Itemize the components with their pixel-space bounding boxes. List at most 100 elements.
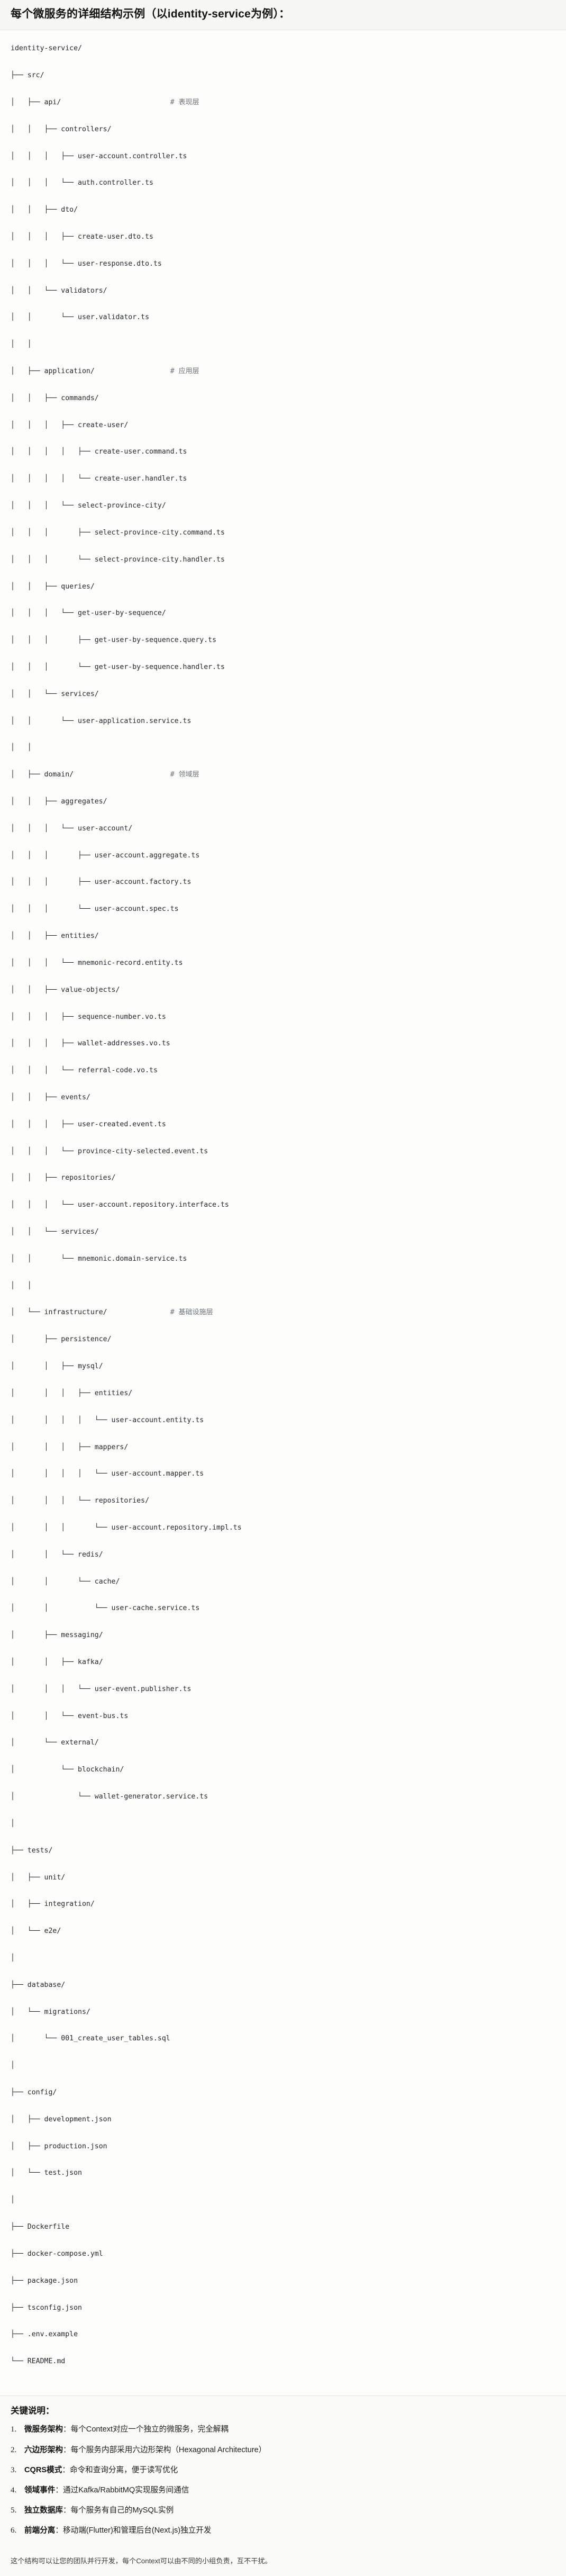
tree-line: │ │ <box>11 1281 32 1290</box>
tree-line: │ │ │ │ ├── create-user.command.ts <box>11 448 187 456</box>
tree-line: │ │ ├── commands/ <box>11 394 99 402</box>
tree-line: ├── config/ <box>11 2089 57 2096</box>
tree-line: │ ├── domain/ # 领域层 <box>11 771 199 779</box>
tree-line: │ └── e2e/ <box>11 1927 61 1936</box>
tree-line: └── README.md <box>11 2357 66 2366</box>
tree-line: │ │ └── cache/ <box>11 1577 120 1586</box>
tree-line: ├── Dockerfile <box>11 2223 70 2231</box>
tree-line: │ │ └── redis/ <box>11 1550 103 1559</box>
key-note-description: 命令和查询分离，便于读写优化 <box>69 2465 178 2474</box>
tree-line: │ │ │ └── user-account.repository.interf… <box>11 1201 229 1209</box>
tree-line: ├── .env.example <box>11 2330 78 2339</box>
directory-tree-block: identity-service/ ├── src/ │ ├── api/ # … <box>0 30 566 2396</box>
tree-line: │ │ ├── dto/ <box>11 206 78 214</box>
tree-line: │ │ ├── events/ <box>11 1093 90 1101</box>
tree-line: │ ├── application/ # 应用层 <box>11 367 199 375</box>
tree-layer-comment: # 基础设施层 <box>170 1308 213 1317</box>
tree-line: ├── tsconfig.json <box>11 2303 82 2312</box>
tree-line: │ │ │ │ └── create-user.handler.ts <box>11 475 187 483</box>
key-note-term: 微服务架构 <box>24 2425 63 2434</box>
tree-line: │ │ │ └── get-user-by-sequence/ <box>11 609 166 618</box>
tree-line: │ │ │ └── user-event.publisher.ts <box>11 1685 191 1693</box>
tree-line: │ │ │ ├── user-created.event.ts <box>11 1120 166 1128</box>
tree-line: │ <box>11 1954 15 1962</box>
tree-line: │ │ │ ├── create-user.dto.ts <box>11 232 153 241</box>
tree-line: │ ├── integration/ <box>11 1900 95 1909</box>
tree-line: │ ├── persistence/ <box>11 1335 112 1344</box>
tree-line: │ │ └── mnemonic.domain-service.ts <box>11 1254 187 1263</box>
tree-layer-comment-text: 表现层 <box>178 98 199 106</box>
tree-line: │ ├── unit/ <box>11 1873 66 1882</box>
tree-line: │ │ │ ├── select-province-city.command.t… <box>11 528 225 537</box>
tree-line: │ │ │ ├── sequence-number.vo.ts <box>11 1013 166 1021</box>
tree-layer-comment: # 应用层 <box>170 367 199 375</box>
tree-line: │ └── external/ <box>11 1739 99 1747</box>
directory-tree: identity-service/ ├── src/ │ ├── api/ # … <box>11 42 555 2382</box>
key-note-item: 独立数据库：每个服务有自己的MySQL实例 <box>11 2505 555 2517</box>
document-footer: 这个结构可以让您的团队并行开发，每个Context可以由不同的小组负责，互不干扰… <box>0 2553 566 2576</box>
page-title: 每个微服务的详细结构示例（以identity-service为例）： <box>11 8 290 20</box>
tree-line: │ └── 001_create_user_tables.sql <box>11 2035 170 2043</box>
key-note-item: 微服务架构：每个Context对应一个独立的微服务，完全解耦 <box>11 2424 555 2436</box>
tree-layer-comment-text: 基础设施层 <box>178 1308 213 1317</box>
tree-line: │ <box>11 2062 15 2070</box>
tree-line: │ │ │ ├── user-account.factory.ts <box>11 878 191 887</box>
footer-summary-text: 这个结构可以让您的团队并行开发，每个Context可以由不同的小组负责，互不干扰… <box>11 2557 272 2565</box>
tree-layer-comment-text: 领域层 <box>178 771 199 779</box>
tree-line: │ │ │ │ └── user-account.entity.ts <box>11 1416 204 1424</box>
tree-line: │ │ │ ├── create-user/ <box>11 421 129 429</box>
key-note-separator: ： <box>62 2425 71 2434</box>
tree-line: │ │ │ └── user-account.spec.ts <box>11 905 179 914</box>
tree-line: │ │ ├── aggregates/ <box>11 798 107 806</box>
tree-line: ├── docker-compose.yml <box>11 2249 103 2258</box>
tree-line: │ │ └── validators/ <box>11 286 107 295</box>
tree-line: │ ├── api/ # 表现层 <box>11 98 199 106</box>
key-note-item: 前端分离：移动端(Flutter)和管理后台(Next.js)独立开发 <box>11 2525 555 2537</box>
tree-line: │ │ └── event-bus.ts <box>11 1712 129 1720</box>
tree-line: │ │ └── user-application.service.ts <box>11 717 191 725</box>
tree-line: │ └── migrations/ <box>11 2008 90 2016</box>
tree-line: │ │ ├── mysql/ <box>11 1362 103 1371</box>
tree-line: │ │ │ ├── mappers/ <box>11 1443 129 1451</box>
key-note-term: 六边形架构 <box>24 2445 63 2454</box>
tree-line: │ │ │ └── repositories/ <box>11 1497 150 1505</box>
key-note-description: 每个服务有自己的MySQL实例 <box>70 2506 174 2515</box>
tree-line: │ └── wallet-generator.service.ts <box>11 1793 208 1801</box>
tree-line: │ │ ├── value-objects/ <box>11 986 120 994</box>
tree-line: │ │ └── user.validator.ts <box>11 313 150 322</box>
tree-line: │ │ │ ├── user-account.aggregate.ts <box>11 851 200 860</box>
tree-line: │ │ <box>11 744 32 752</box>
key-note-separator: ： <box>62 2465 70 2474</box>
key-note-description: 每个服务内部采用六边形架构（Hexagonal Architecture） <box>70 2445 267 2454</box>
key-note-description: 通过Kafka/RabbitMQ实现服务间通信 <box>63 2485 189 2494</box>
key-note-item: CQRS模式：命令和查询分离，便于读写优化 <box>11 2465 555 2476</box>
key-note-item: 六边形架构：每个服务内部采用六边形架构（Hexagonal Architectu… <box>11 2445 555 2456</box>
tree-line: │ │ │ ├── get-user-by-sequence.query.ts <box>11 636 217 645</box>
key-notes-section: 关键说明： 微服务架构：每个Context对应一个独立的微服务，完全解耦六边形架… <box>0 2396 566 2553</box>
tree-line: ├── src/ <box>11 71 44 80</box>
tree-line: │ ├── development.json <box>11 2115 112 2123</box>
tree-line: │ │ <box>11 340 32 349</box>
tree-line: │ │ │ └── select-province-city.handler.t… <box>11 555 225 564</box>
tree-line: │ │ │ └── mnemonic-record.entity.ts <box>11 959 183 967</box>
tree-line: │ │ │ ├── user-account.controller.ts <box>11 152 187 160</box>
key-note-separator: ： <box>55 2485 63 2494</box>
tree-line: │ │ │ └── province-city-selected.event.t… <box>11 1147 208 1155</box>
key-notes-list: 微服务架构：每个Context对应一个独立的微服务，完全解耦六边形架构：每个服务… <box>11 2424 555 2537</box>
tree-line: identity-service/ <box>11 44 82 53</box>
key-note-term: CQRS模式 <box>24 2465 62 2474</box>
tree-line: │ │ │ └── select-province-city/ <box>11 502 166 510</box>
tree-line: │ │ ├── repositories/ <box>11 1174 116 1182</box>
tree-line: │ │ │ └── get-user-by-sequence.handler.t… <box>11 663 225 671</box>
tree-layer-comment: # 表现层 <box>170 98 199 106</box>
key-note-description: 每个Context对应一个独立的微服务，完全解耦 <box>70 2425 229 2434</box>
tree-line: │ │ └── user-cache.service.ts <box>11 1604 200 1613</box>
key-note-term: 领域事件 <box>24 2485 56 2494</box>
key-note-item: 领域事件：通过Kafka/RabbitMQ实现服务间通信 <box>11 2485 555 2497</box>
tree-line: │ │ └── services/ <box>11 690 99 698</box>
tree-line: │ ├── messaging/ <box>11 1631 103 1640</box>
document-header: 每个微服务的详细结构示例（以identity-service为例）： <box>0 0 566 31</box>
tree-line: │ │ ├── controllers/ <box>11 125 112 133</box>
tree-line: │ │ ├── entities/ <box>11 932 99 941</box>
